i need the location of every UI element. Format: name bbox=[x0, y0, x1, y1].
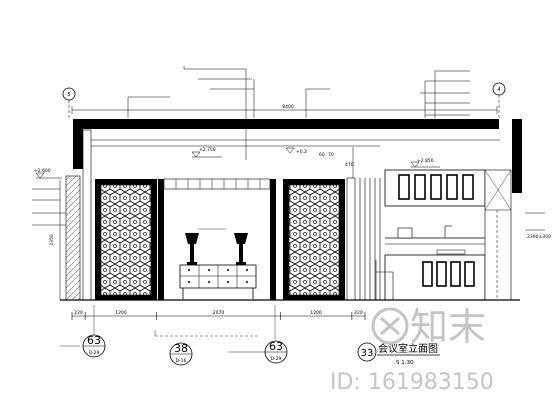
right-column bbox=[346, 177, 356, 301]
right-detail-dimension: 2390±350 bbox=[527, 234, 551, 240]
cabinet-upper-doors bbox=[384, 169, 486, 207]
bottom-dimension-value: 220 bbox=[74, 310, 83, 316]
wall-left-block bbox=[73, 129, 83, 169]
level-mark-left: +2.600 bbox=[34, 168, 62, 179]
grid-axis-right-label: 4 bbox=[497, 87, 501, 93]
ceiling-right-block bbox=[512, 119, 522, 193]
level-small-value: +0.2 bbox=[296, 149, 307, 155]
left-pilaster bbox=[65, 175, 81, 301]
callout-1-sheet: D-29 bbox=[89, 350, 100, 356]
grid-axis-left: 5 bbox=[62, 87, 76, 118]
callout-2-sheet: D-16 bbox=[176, 358, 187, 364]
level-center-value: +2.750 bbox=[199, 147, 216, 153]
left-lattice-screen bbox=[100, 184, 152, 296]
callout-2-number: 38 bbox=[174, 342, 188, 355]
top-dimension-value: 8400 bbox=[282, 104, 294, 110]
small-dimension-a: 60 bbox=[319, 152, 325, 158]
niche-right-edge bbox=[270, 179, 276, 300]
callout-3-sheet: D-29 bbox=[271, 356, 282, 362]
drawing-scale: S 1:30 bbox=[396, 360, 414, 366]
right-lattice-screen bbox=[288, 184, 340, 296]
grid-axis-left-label: 5 bbox=[67, 92, 71, 98]
level-mark-small: +0.2 bbox=[285, 147, 307, 155]
level-right-value: +2.850 bbox=[417, 158, 434, 164]
bottom-dimension-value: 1200 bbox=[310, 310, 322, 316]
drawing-number: 33 bbox=[361, 348, 374, 359]
callout-1-number: 63 bbox=[87, 334, 101, 347]
leader-notes bbox=[32, 66, 545, 231]
level-left-value: +2.600 bbox=[34, 168, 51, 174]
left-height-dimension: 2350 bbox=[49, 180, 61, 300]
callout-3-number: 63 bbox=[269, 340, 283, 353]
sink-counter bbox=[385, 225, 510, 255]
callout-2: 38 D-16 bbox=[154, 330, 260, 366]
watermark: 知末 ID: 161983150 bbox=[330, 305, 494, 395]
grid-axis-right: 4 bbox=[492, 82, 506, 118]
table-lamp-right bbox=[234, 233, 248, 265]
striped-wall-panel bbox=[359, 178, 381, 300]
drawing-title: 33 会议室立面图 S 1:30 bbox=[357, 342, 440, 366]
left-column bbox=[82, 129, 92, 301]
left-height-value: 2350 bbox=[49, 234, 55, 246]
ceiling-step-value: 470 bbox=[345, 162, 354, 168]
ceiling-step-dimension: 470 60 70 bbox=[319, 147, 354, 178]
right-end-panel bbox=[484, 169, 512, 301]
table-lamp-left bbox=[185, 233, 199, 265]
console-cabinet bbox=[179, 264, 257, 299]
watermark-logo-text: 知末 bbox=[410, 305, 486, 349]
niche-top-slats bbox=[175, 179, 261, 189]
bottom-dimension-chain: 220 1200 2070 1200 220 bbox=[71, 310, 366, 320]
level-mark-right: +2.850 bbox=[410, 158, 440, 168]
level-mark-center: +2.750 bbox=[191, 147, 222, 158]
bottom-dimension-value: 1200 bbox=[115, 310, 127, 316]
ceiling-beam bbox=[73, 119, 499, 129]
callout-3: 63 D-29 bbox=[228, 305, 288, 364]
drawing-title-text: 会议室立面图 bbox=[378, 342, 438, 355]
bottom-dimension-value: 220 bbox=[354, 310, 363, 316]
cabinet-lower-doors bbox=[384, 254, 486, 301]
side-stool bbox=[375, 260, 394, 300]
top-dimension: 8400 bbox=[71, 104, 498, 114]
watermark-id: ID: 161983150 bbox=[330, 370, 494, 395]
callout-1: 63 D-29 bbox=[60, 305, 106, 358]
niche-top-band bbox=[163, 178, 271, 190]
small-dimension-b: 70 bbox=[328, 152, 334, 158]
bottom-dimension-value: 2070 bbox=[213, 310, 225, 316]
niche-left-edge bbox=[158, 179, 164, 300]
